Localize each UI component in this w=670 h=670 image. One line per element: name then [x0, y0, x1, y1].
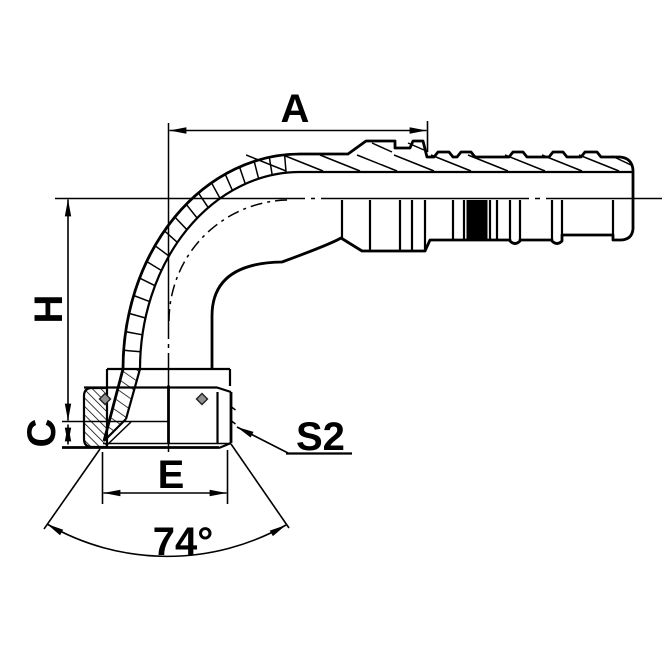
centerline-bore-arc	[168, 199, 291, 322]
section-dot-left	[98, 392, 112, 406]
dim-a-label: A	[281, 87, 310, 131]
dim-c-label: C	[20, 419, 64, 448]
serration-lines	[246, 142, 633, 172]
collar-outline	[105, 367, 232, 387]
elbow-inner-wall	[138, 170, 633, 370]
s2-leader-line	[236, 426, 289, 454]
cone-angle-arc	[46, 523, 287, 558]
flare-inner-edge	[124, 368, 142, 420]
dimension-h: H	[27, 199, 72, 421]
dim-h-label: H	[27, 295, 71, 324]
hose-tail-grooves	[340, 200, 615, 251]
cone-angle-dimension: 74°	[43, 443, 290, 564]
flare-seat-gap	[106, 421, 132, 446]
section-dot-right	[195, 392, 209, 406]
nut-top-face	[84, 386, 232, 394]
dim-e-label: E	[158, 453, 185, 497]
swivel-nut	[62, 367, 236, 450]
s2-label: S2	[296, 415, 345, 459]
cone-angle-flank-left	[43, 448, 101, 530]
dimension-a: A	[169, 87, 429, 152]
nut-hex-corner-ticks	[231, 406, 236, 425]
seal-band	[466, 200, 488, 241]
s2-callout: S2	[236, 415, 352, 459]
dimension-e: E	[101, 450, 229, 504]
cone-angle-label: 74°	[153, 520, 214, 564]
fitting-outline	[121, 139, 635, 370]
cone-angle-flank-right	[230, 443, 290, 529]
elbow-wall-hatch	[123, 154, 287, 353]
fitting-body	[121, 139, 635, 370]
dimension-c: C	[20, 419, 72, 448]
